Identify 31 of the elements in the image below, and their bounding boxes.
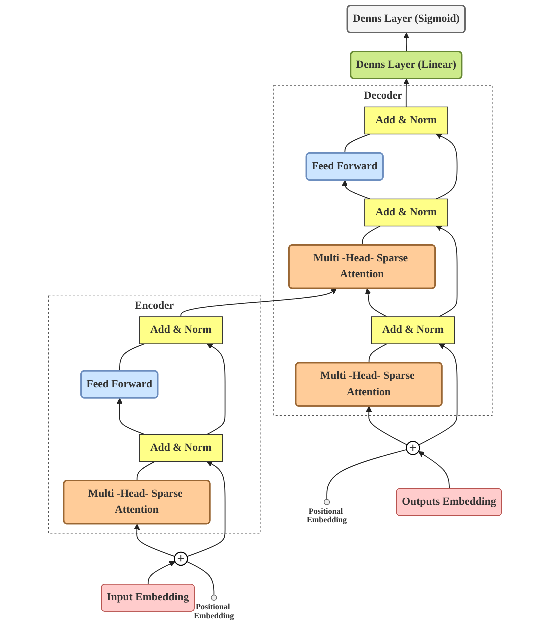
node-box: Add & Norm xyxy=(139,434,223,462)
arrow xyxy=(436,133,458,200)
node-circle xyxy=(324,498,330,505)
arrow xyxy=(134,524,176,557)
arrow xyxy=(148,560,176,585)
node-circle: + xyxy=(406,440,420,455)
node-box: Add & Norm xyxy=(364,198,448,226)
arrow xyxy=(186,460,226,557)
arrow xyxy=(418,343,458,446)
node-circle: + xyxy=(174,551,188,566)
connector xyxy=(344,133,370,154)
node-box: Add & Norm xyxy=(364,106,448,134)
connector xyxy=(136,460,156,481)
node-circle xyxy=(210,594,218,601)
connector xyxy=(119,343,146,372)
arrow xyxy=(365,288,388,317)
arrow xyxy=(403,78,410,108)
arrow xyxy=(403,32,410,52)
connector xyxy=(326,448,408,500)
connector xyxy=(368,343,388,364)
arrow xyxy=(342,180,370,200)
node-box: Add & Norm xyxy=(139,316,223,344)
connector xyxy=(186,560,214,596)
connector xyxy=(362,225,381,246)
arrow xyxy=(116,398,146,435)
arrow xyxy=(436,225,458,317)
arrow xyxy=(180,288,337,317)
arrow xyxy=(418,450,450,490)
arrow xyxy=(366,406,408,446)
arrow xyxy=(206,343,226,435)
node-box: Add & Norm xyxy=(371,316,455,344)
